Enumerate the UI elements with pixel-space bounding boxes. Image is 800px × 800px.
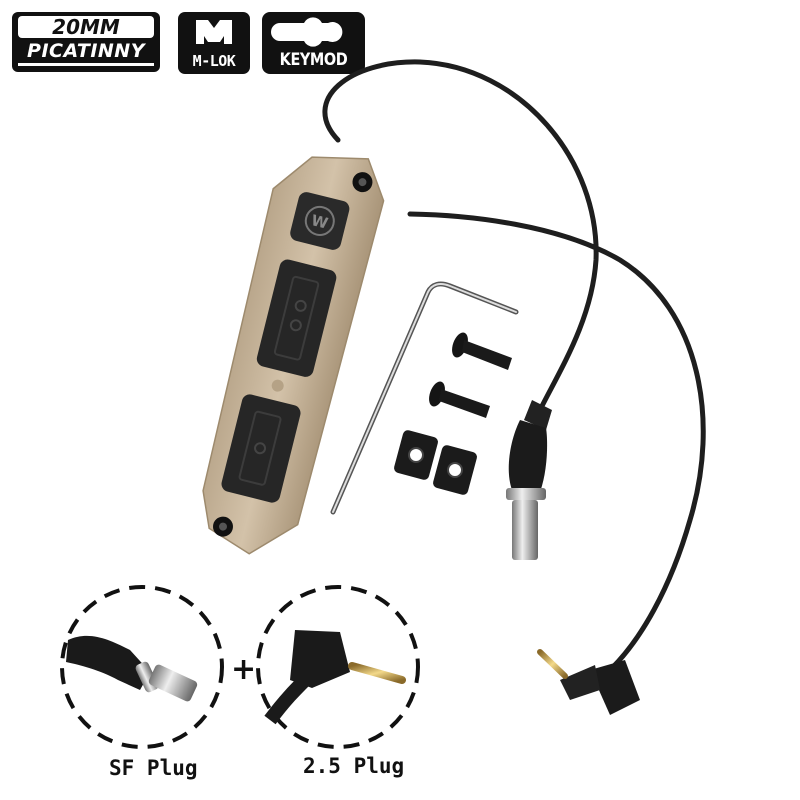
pressure-switch: W — [202, 156, 385, 555]
plug-separator: + — [231, 652, 257, 687]
keymod-slot-icon — [271, 17, 343, 47]
picatinny-badge-label: PICATINNY — [27, 40, 145, 62]
svg-text:W: W — [309, 211, 330, 233]
mlok-badge-label: M-LOK — [192, 52, 236, 70]
mlok-t-nut — [433, 445, 477, 495]
sf-plug-icon — [66, 635, 198, 702]
2-5mm-plug-connector — [537, 649, 640, 715]
sf-plug-connector — [506, 400, 552, 560]
2-5-plug-callout-circle — [256, 585, 420, 749]
sf-plug-label: SF Plug — [109, 756, 198, 780]
2-5-plug-label: 2.5 Plug — [303, 754, 405, 778]
mlok-badge: M-LOK — [178, 12, 250, 74]
keymod-badge-label: KEYMOD — [279, 50, 348, 70]
picatinny-underline — [18, 63, 154, 66]
2-5mm-plug-icon — [264, 630, 406, 725]
picatinny-badge: 20MM PICATINNY — [12, 12, 160, 72]
keymod-badge: KEYMOD — [262, 12, 365, 74]
picatinny-badge-size: 20MM — [18, 15, 154, 39]
mounting-screw — [429, 381, 490, 418]
switch-cable — [322, 59, 706, 671]
sf-plug-callout-circle — [60, 585, 224, 749]
mounting-screw — [452, 332, 512, 370]
hex-key — [330, 281, 519, 515]
m-lok-logo-icon — [196, 20, 232, 44]
logo-button — [290, 192, 350, 250]
mlok-t-nut — [394, 430, 438, 480]
